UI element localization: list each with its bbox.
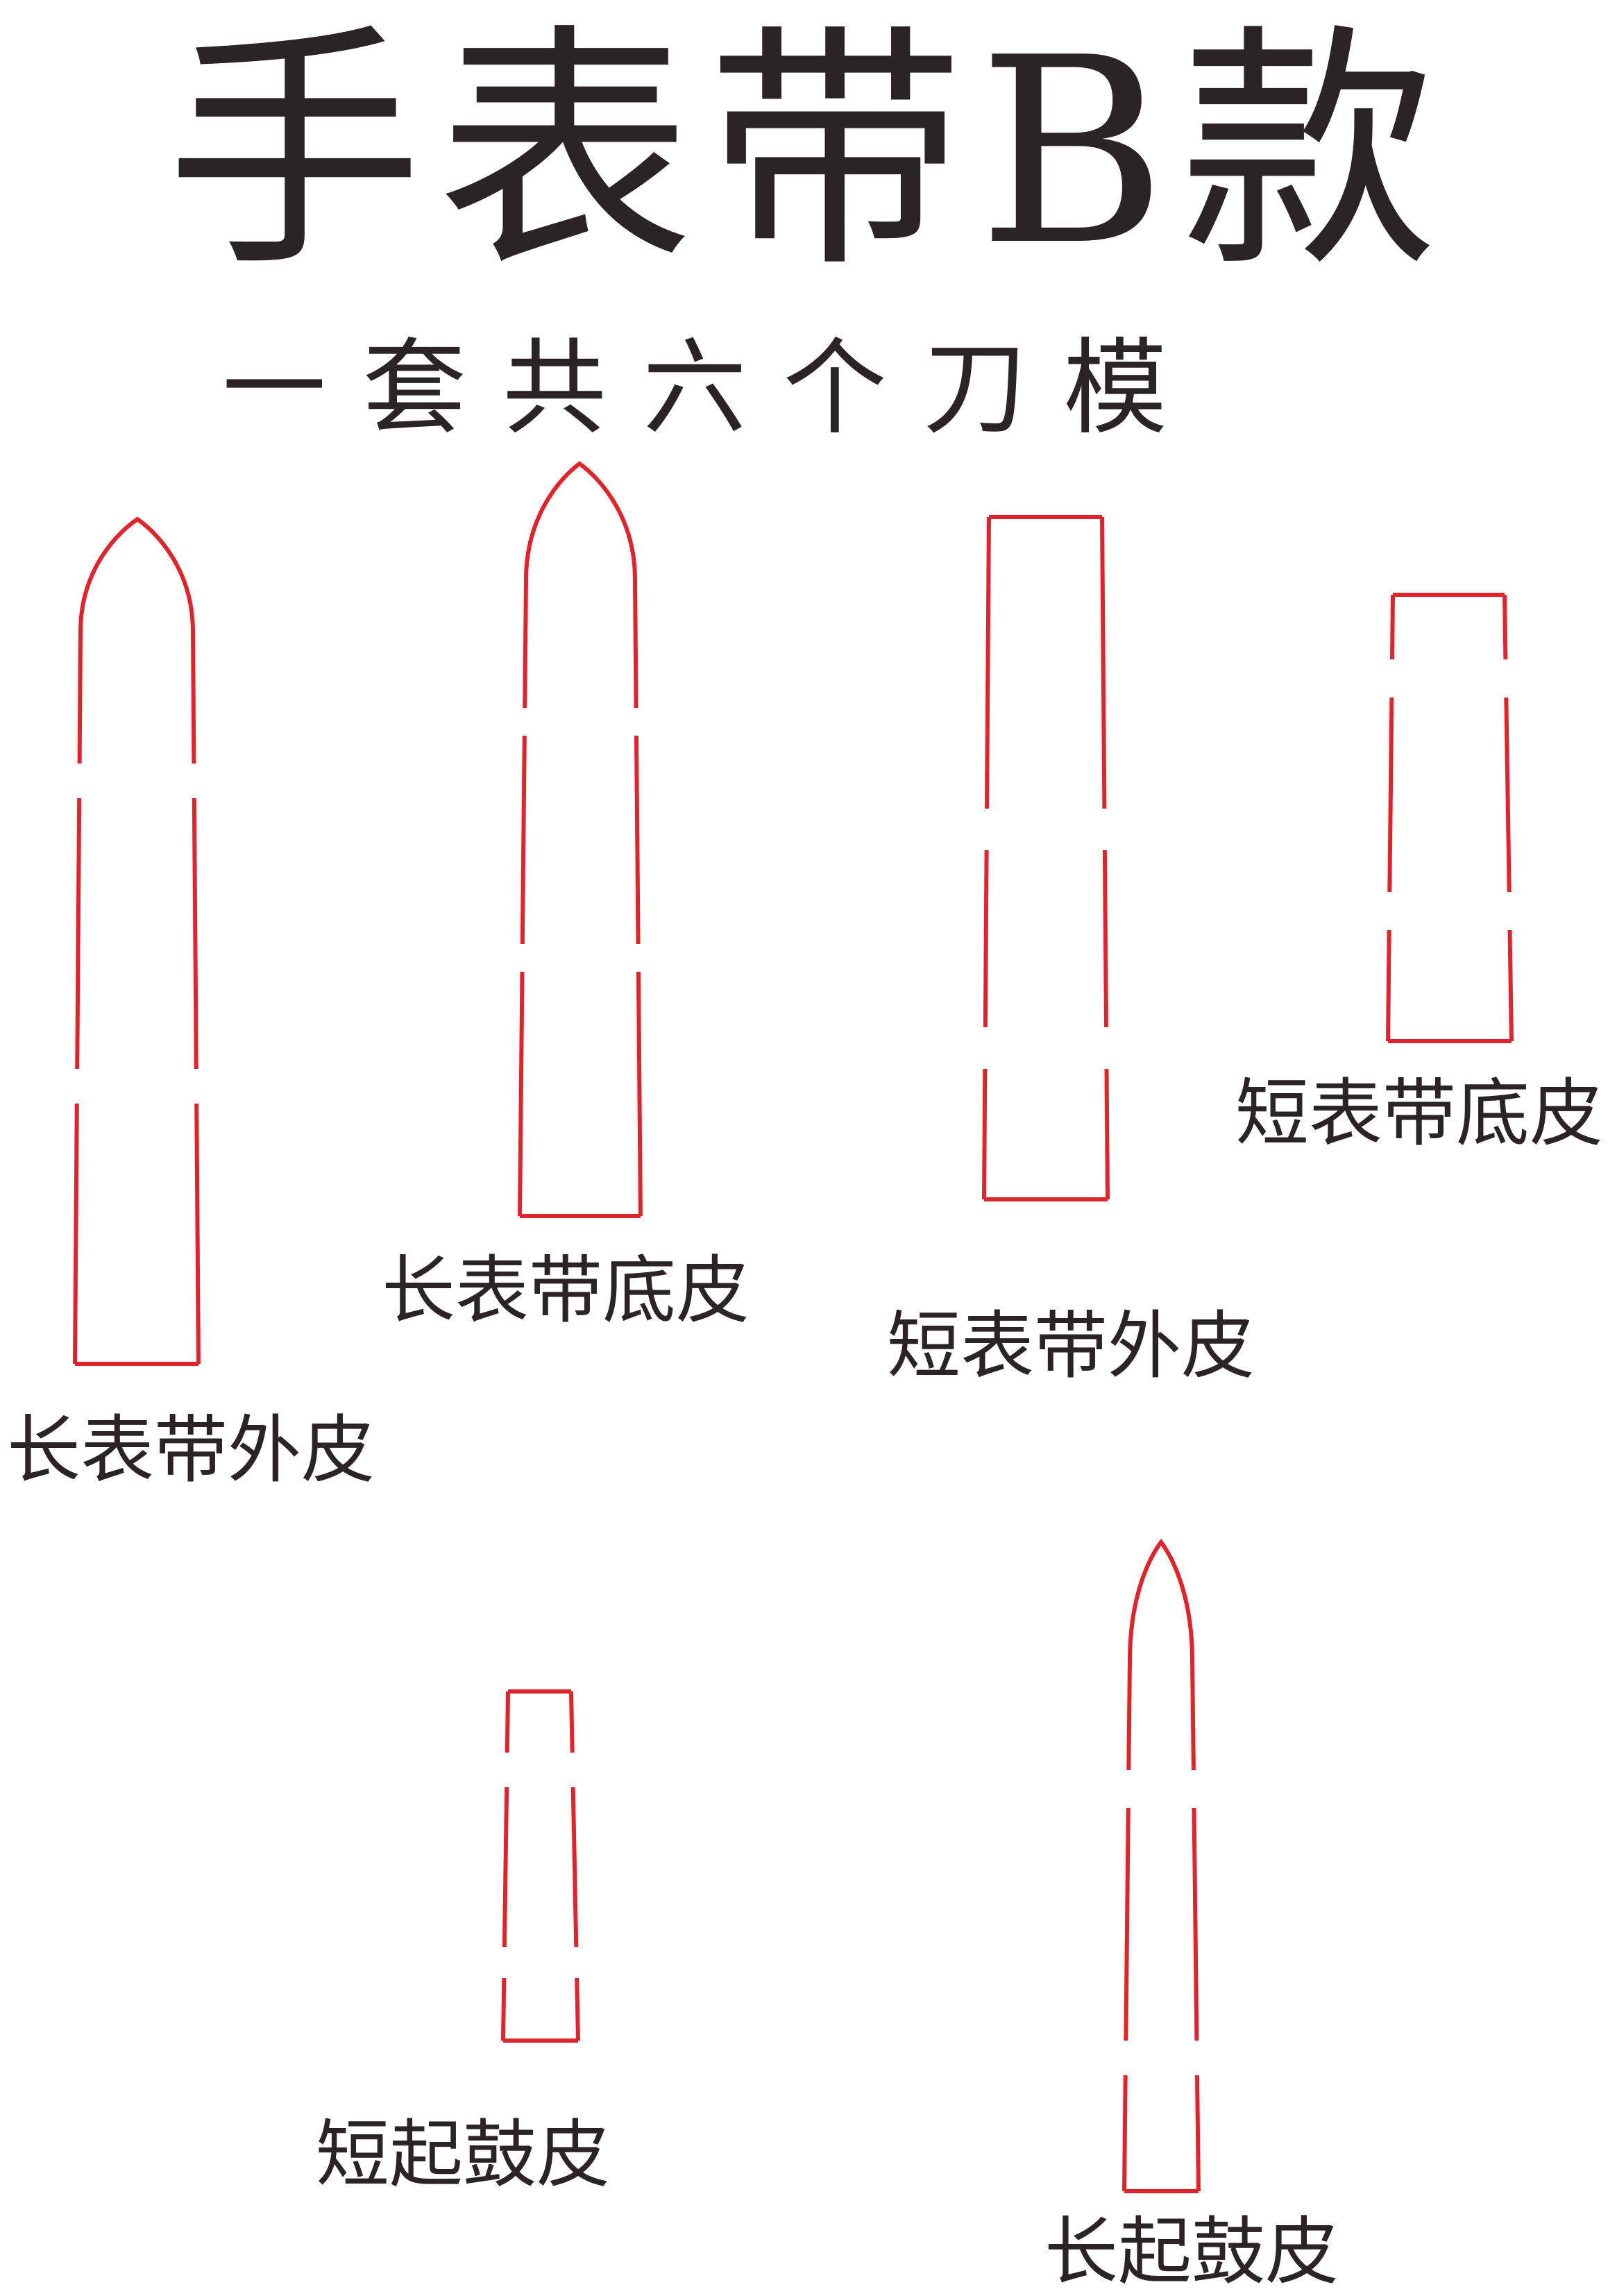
page-title: 手表带B款 xyxy=(166,3,1451,302)
cut-line-side xyxy=(192,797,198,1070)
outline-short-raised xyxy=(501,1689,580,2043)
cut-line-side xyxy=(575,1977,580,2041)
cut-line-side xyxy=(633,579,638,709)
cut-line-side xyxy=(73,1103,79,1365)
cut-line-side xyxy=(569,1691,575,1753)
cut-line-side xyxy=(982,1068,988,1200)
cut-line-side xyxy=(1100,516,1107,809)
cut-line-side xyxy=(1126,1660,1132,1771)
cut-line-side xyxy=(520,735,527,945)
cut-line-side xyxy=(1102,850,1108,1028)
cut-line-side xyxy=(191,631,196,764)
cut-line-side xyxy=(77,631,83,764)
cut-line-side xyxy=(634,735,641,945)
cut-line-side xyxy=(505,1691,510,1753)
cut-line-side xyxy=(523,579,528,709)
cut-line-side xyxy=(570,1787,579,1948)
cut-line-side xyxy=(1192,1807,1199,2041)
cut-line-side xyxy=(985,516,991,809)
outline-long-outer xyxy=(73,516,201,1366)
cut-line-side xyxy=(502,1787,509,1948)
cut-line-side xyxy=(1386,929,1391,1042)
cut-line-top xyxy=(524,461,637,580)
cut-line-side xyxy=(1504,697,1512,893)
label-short-outer: 短表带外皮 xyxy=(887,1303,1255,1389)
label-short-raised: 短起鼓皮 xyxy=(316,2112,610,2197)
cut-line-side xyxy=(1195,2075,1201,2192)
outline-short-base xyxy=(1386,593,1514,1043)
cut-line-side xyxy=(1507,929,1514,1042)
cut-line-top xyxy=(78,516,195,632)
cut-line-top xyxy=(1128,1539,1194,1661)
cut-line-side xyxy=(1122,2075,1128,2192)
page-subtitle: 一套共六个刀模 xyxy=(222,328,1204,449)
cut-line-side xyxy=(1390,594,1395,660)
cut-line-side xyxy=(983,850,989,1028)
label-long-base: 长表带底皮 xyxy=(382,1248,750,1333)
cut-line-side xyxy=(1124,1807,1131,2041)
outline-long-base xyxy=(518,461,643,1218)
cut-line-side xyxy=(1387,697,1394,893)
label-short-base: 短表带底皮 xyxy=(1235,1071,1603,1156)
cut-line-side xyxy=(1190,1660,1196,1771)
cut-line-side xyxy=(518,971,525,1217)
outline-long-raised xyxy=(1122,1539,1201,2193)
cut-line-side xyxy=(75,797,82,1070)
cut-line-side xyxy=(501,1977,507,2041)
label-long-outer: 长表带外皮 xyxy=(7,1408,375,1493)
cut-line-side xyxy=(1104,1068,1110,1200)
label-long-raised: 长起鼓皮 xyxy=(1044,2209,1339,2295)
cut-line-side xyxy=(636,971,643,1217)
cut-line-side xyxy=(194,1103,201,1365)
outline-short-outer xyxy=(982,515,1110,1201)
